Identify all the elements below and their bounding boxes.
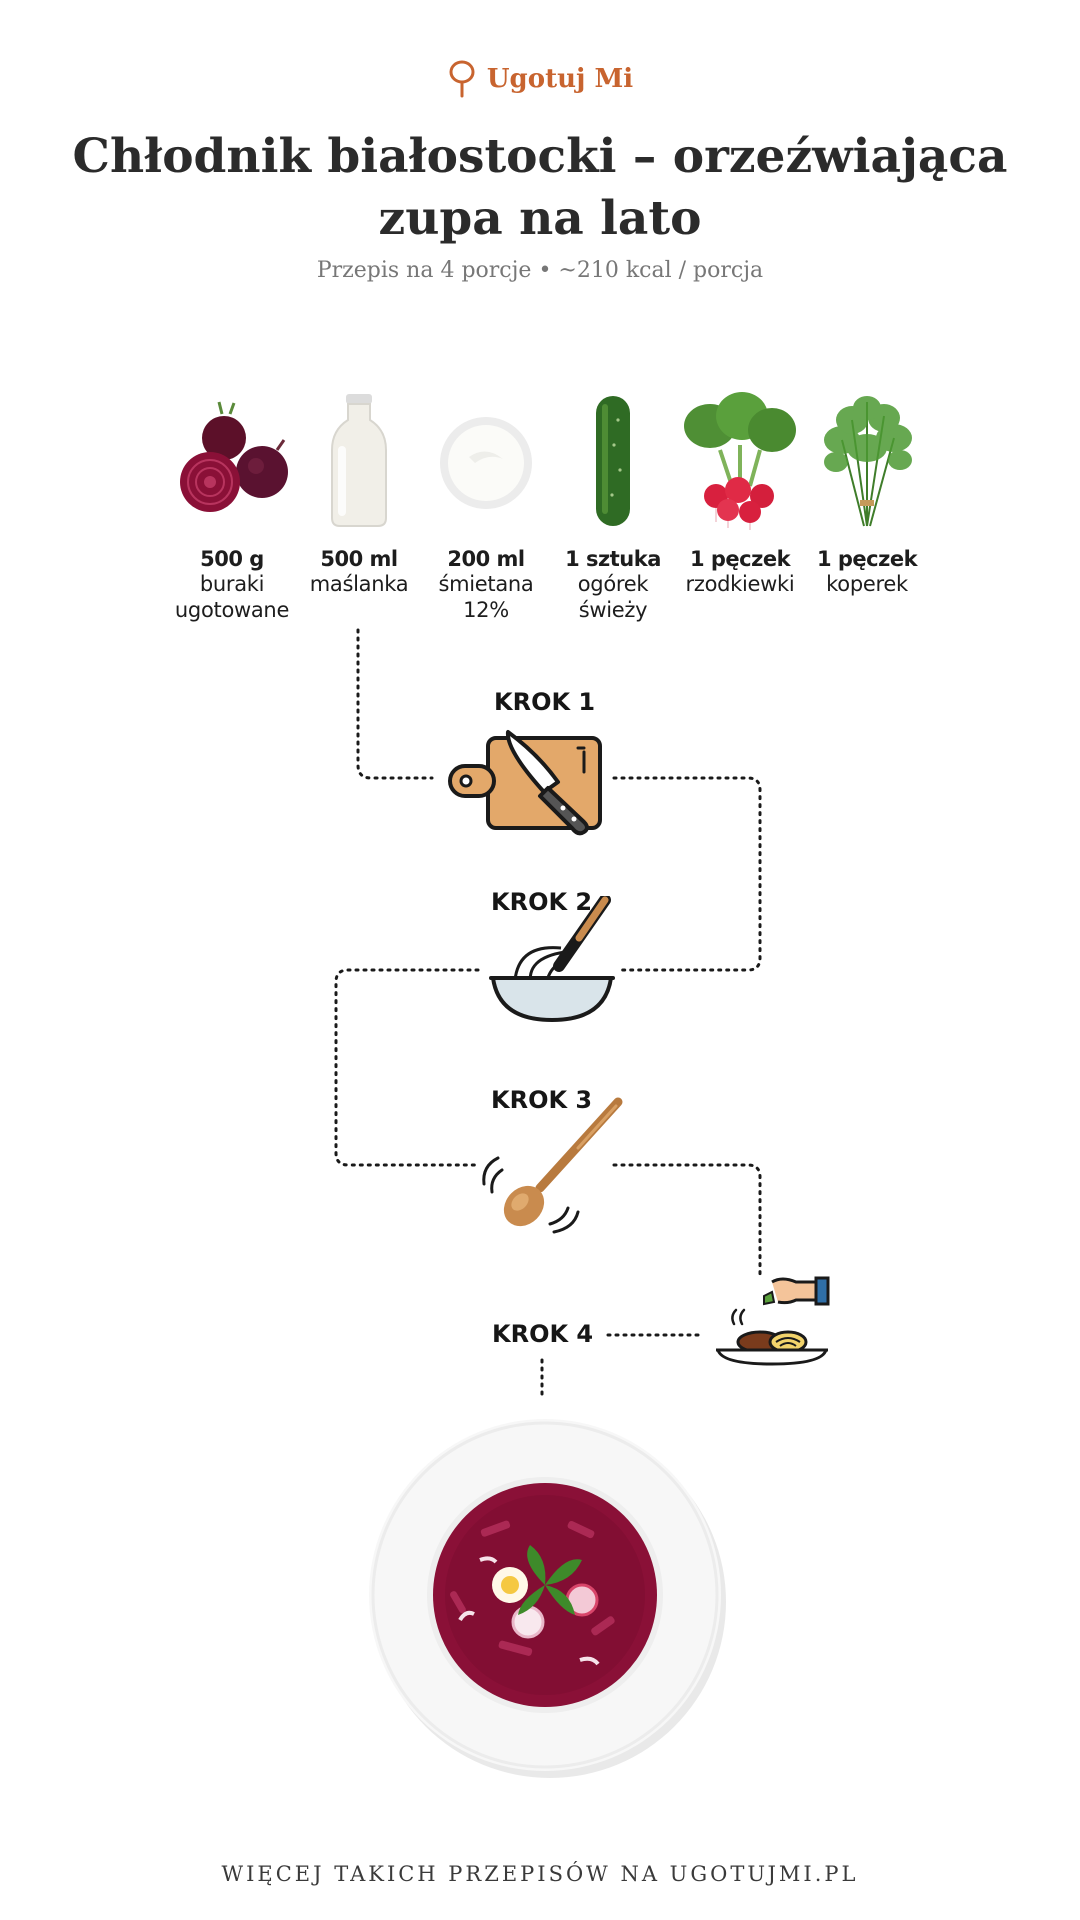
- recipe-title: Chłodnik białostocki – orzeźwiająca zupa…: [72, 129, 1008, 246]
- footer-link[interactable]: WIĘCEJ TAKICH PRZEPISÓW NA UGOTUJMI.PL: [221, 1862, 859, 1886]
- step-3-label: KROK 3: [491, 1086, 593, 1114]
- milk-bottle-icon: [331, 394, 387, 527]
- ingredient-name: śmietana 12%: [438, 572, 534, 622]
- recipe-subtitle: Przepis na 4 porcje • ~210 kcal / porcja: [316, 258, 764, 283]
- ingredient-quantity: 500 g: [200, 547, 264, 571]
- ingredient-cucumber: 1 sztuka ogórek świeży: [548, 385, 678, 623]
- wooden-spoon-icon: [482, 1097, 623, 1234]
- ingredient-quantity: 200 ml: [447, 547, 525, 571]
- cream-bowl-icon: [440, 417, 532, 509]
- brand-logo[interactable]: Ugotuj Mi: [0, 60, 1080, 98]
- whisk-bowl-icon: [489, 896, 615, 1022]
- step-1-label: KROK 1: [494, 688, 596, 716]
- ingredient-name: maślanka: [309, 572, 409, 596]
- ingredient-buttermilk: 500 ml maślanka: [294, 385, 424, 597]
- ingredient-beets: 500 g buraki ugotowane: [167, 385, 297, 623]
- ingredient-dill: 1 pęczek koperek: [802, 385, 932, 597]
- step-4-label: KROK 4: [492, 1320, 594, 1348]
- ingredient-quantity: 1 sztuka: [565, 547, 661, 571]
- ingredient-name: buraki ugotowane: [174, 572, 290, 622]
- spoon-logo-icon: [449, 60, 475, 98]
- ingredient-name: koperek: [826, 572, 908, 596]
- ingredient-quantity: 1 pęczek: [816, 547, 918, 571]
- brand-name: Ugotuj Mi: [486, 64, 634, 94]
- plating-garnish-icon: [716, 1276, 830, 1366]
- radish-icon: [684, 392, 796, 530]
- ingredient-radishes: 1 pęczek rzodkiewki: [675, 385, 805, 597]
- beet-soup-plate-icon: [369, 1419, 726, 1778]
- cutting-board-knife-icon: [448, 730, 602, 836]
- cucumber-icon: [596, 396, 630, 526]
- step-2-label: KROK 2: [491, 888, 593, 916]
- beets-icon: [180, 401, 288, 512]
- ingredient-name: rzodkiewki: [685, 572, 795, 596]
- ingredient-cream: 200 ml śmietana 12%: [421, 385, 551, 623]
- ingredient-name: ogórek świeży: [577, 572, 649, 622]
- dill-icon: [824, 396, 912, 527]
- ingredient-quantity: 500 ml: [320, 547, 398, 571]
- ingredient-quantity: 1 pęczek: [689, 547, 791, 571]
